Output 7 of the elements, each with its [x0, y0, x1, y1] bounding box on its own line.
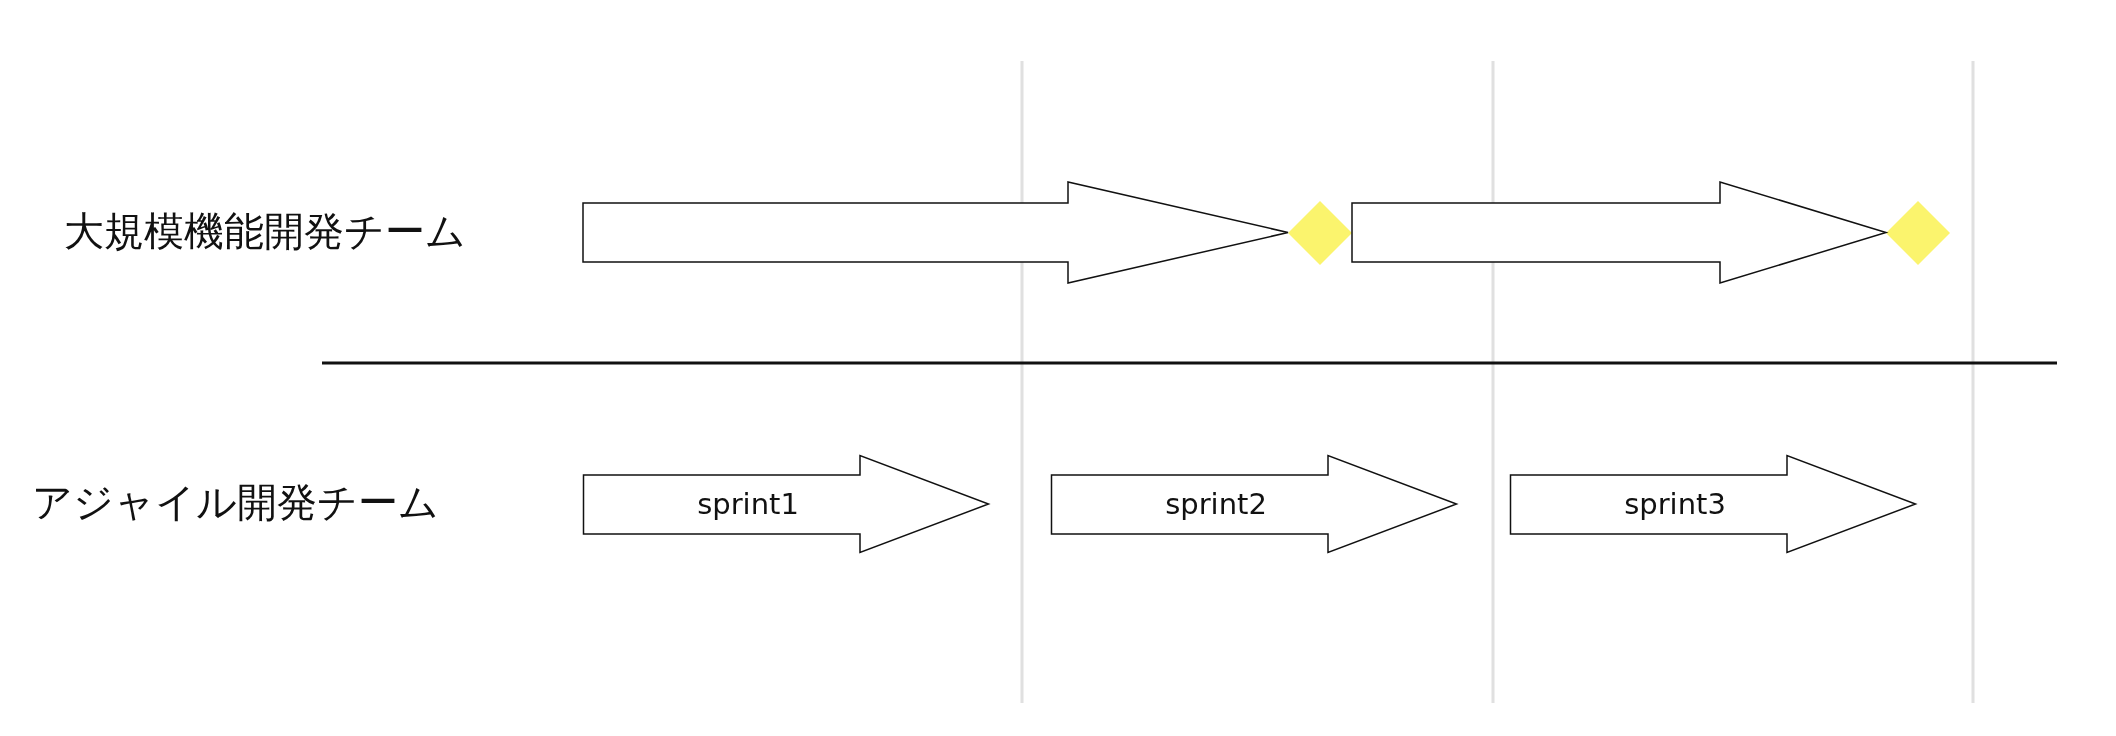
arrow-label: sprint3 — [1623, 486, 1727, 523]
block-arrow — [1351, 181, 1889, 284]
team-label: 大規模機能開発チーム — [64, 207, 466, 256]
arrow-label: sprint2 — [1164, 486, 1268, 523]
arrow-label: sprint1 — [696, 486, 800, 523]
block-arrow — [582, 181, 1289, 284]
team-label: アジャイル開発チーム — [32, 478, 439, 527]
